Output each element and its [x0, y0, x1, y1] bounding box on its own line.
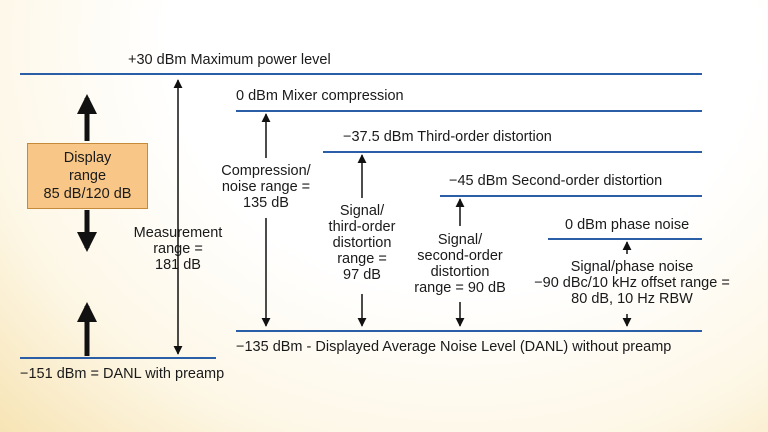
display-range-box: Display range 85 dB/120 dB: [27, 143, 148, 209]
display-range-line-1: Display: [63, 150, 112, 166]
third-order-range-line-5: 97 dB: [343, 267, 381, 283]
second-order-label: −45 dBm Second-order distortion: [449, 173, 663, 189]
phase-noise-range-line-1: Signal/phase noise: [570, 259, 694, 275]
compression-range-line-2: noise range =: [221, 179, 311, 195]
phase-noise-range-line-2: −90 dBc/10 kHz offset range =: [534, 275, 730, 291]
danl-no-preamp-label: −135 dBm - Displayed Average Noise Level…: [236, 339, 672, 355]
second-order-range-line-3: distortion: [430, 264, 490, 280]
third-order-line: [323, 151, 702, 153]
phase-noise-range-line-3: 80 dB, 10 Hz RBW: [571, 291, 693, 307]
third-order-range-line-1: Signal/: [339, 203, 385, 219]
phase-noise-label: 0 dBm phase noise: [565, 217, 690, 233]
compression-range-label: Compression/ noise range = 135 dB: [210, 163, 322, 211]
danl-preamp-line: [20, 357, 216, 359]
mixer-compression-label: 0 dBm Mixer compression: [236, 88, 404, 104]
second-order-range-line-1: Signal/: [437, 232, 483, 248]
third-order-range-line-3: distortion: [332, 235, 392, 251]
second-order-range-line-4: range = 90 dB: [414, 280, 506, 296]
compression-range-line-3: 135 dB: [243, 195, 289, 211]
second-order-line: [440, 195, 702, 197]
mixer-compression-line: [236, 110, 702, 112]
danl-preamp-label: −151 dBm = DANL with preamp: [20, 366, 225, 382]
max-power-label: +30 dBm Maximum power level: [128, 52, 331, 68]
third-order-range-label: Signal/ third-order distortion range = 9…: [316, 203, 408, 283]
display-range-line-3: 85 dB/120 dB: [43, 186, 132, 202]
second-order-range-line-2: second-order: [417, 248, 503, 264]
phase-noise-range-label: Signal/phase noise −90 dBc/10 kHz offset…: [520, 259, 744, 307]
display-range-line-2: range: [68, 168, 107, 184]
compression-range-line-1: Compression/: [221, 163, 311, 179]
third-order-range-line-2: third-order: [328, 219, 396, 235]
third-order-label: −37.5 dBm Third-order distortion: [343, 129, 552, 145]
max-power-line: [20, 73, 702, 75]
phase-noise-line: [548, 238, 702, 240]
danl-no-preamp-line: [236, 330, 702, 332]
third-order-range-line-4: range =: [337, 251, 387, 267]
second-order-range-label: Signal/ second-order distortion range = …: [402, 232, 518, 296]
